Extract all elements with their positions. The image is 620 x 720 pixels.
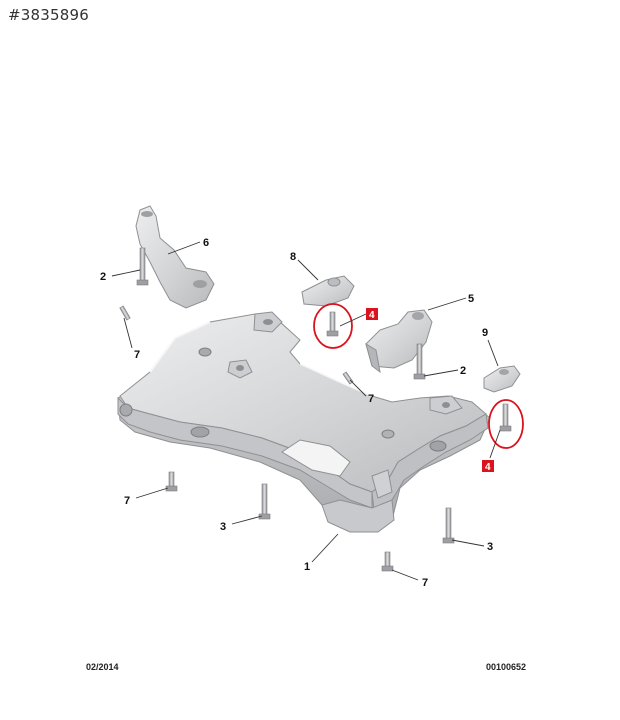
callout-1: 1 [304,561,310,573]
left-mount-bracket [135,205,215,309]
callout-8: 8 [290,251,296,263]
callout-4-right-box [482,460,494,472]
diagram-code: 00100652 [486,662,527,672]
highlight-circles [313,303,524,449]
leader-lines [111,241,501,581]
callout-4-top-box [366,308,378,320]
callout-labels: 2 6 7 8 5 4 2 7 9 4 7 3 1 3 7 [100,237,494,589]
callout-7-bottom: 7 [422,577,428,589]
callout-6: 6 [203,237,209,249]
callout-9: 9 [482,327,488,339]
callout-2-left: 2 [100,271,106,283]
callout-4-right: 4 [485,462,491,473]
callout-7-middle: 7 [368,393,374,405]
callout-7-top-left: 7 [134,349,140,361]
bolts [119,247,512,572]
diagram-date: 02/2014 [86,662,119,672]
subframe-crossmember [117,311,491,533]
callout-2-right: 2 [460,365,466,377]
callout-3-left: 3 [220,521,226,533]
callout-4-top: 4 [369,310,375,321]
callout-3-right: 3 [487,541,493,553]
callout-5: 5 [468,293,474,305]
listing-id: #3835896 [8,6,89,24]
mount-plate-8 [301,275,355,307]
rear-mount-5 [365,309,433,374]
mount-plate-9 [483,365,521,393]
callout-7-lower-left: 7 [124,495,130,507]
